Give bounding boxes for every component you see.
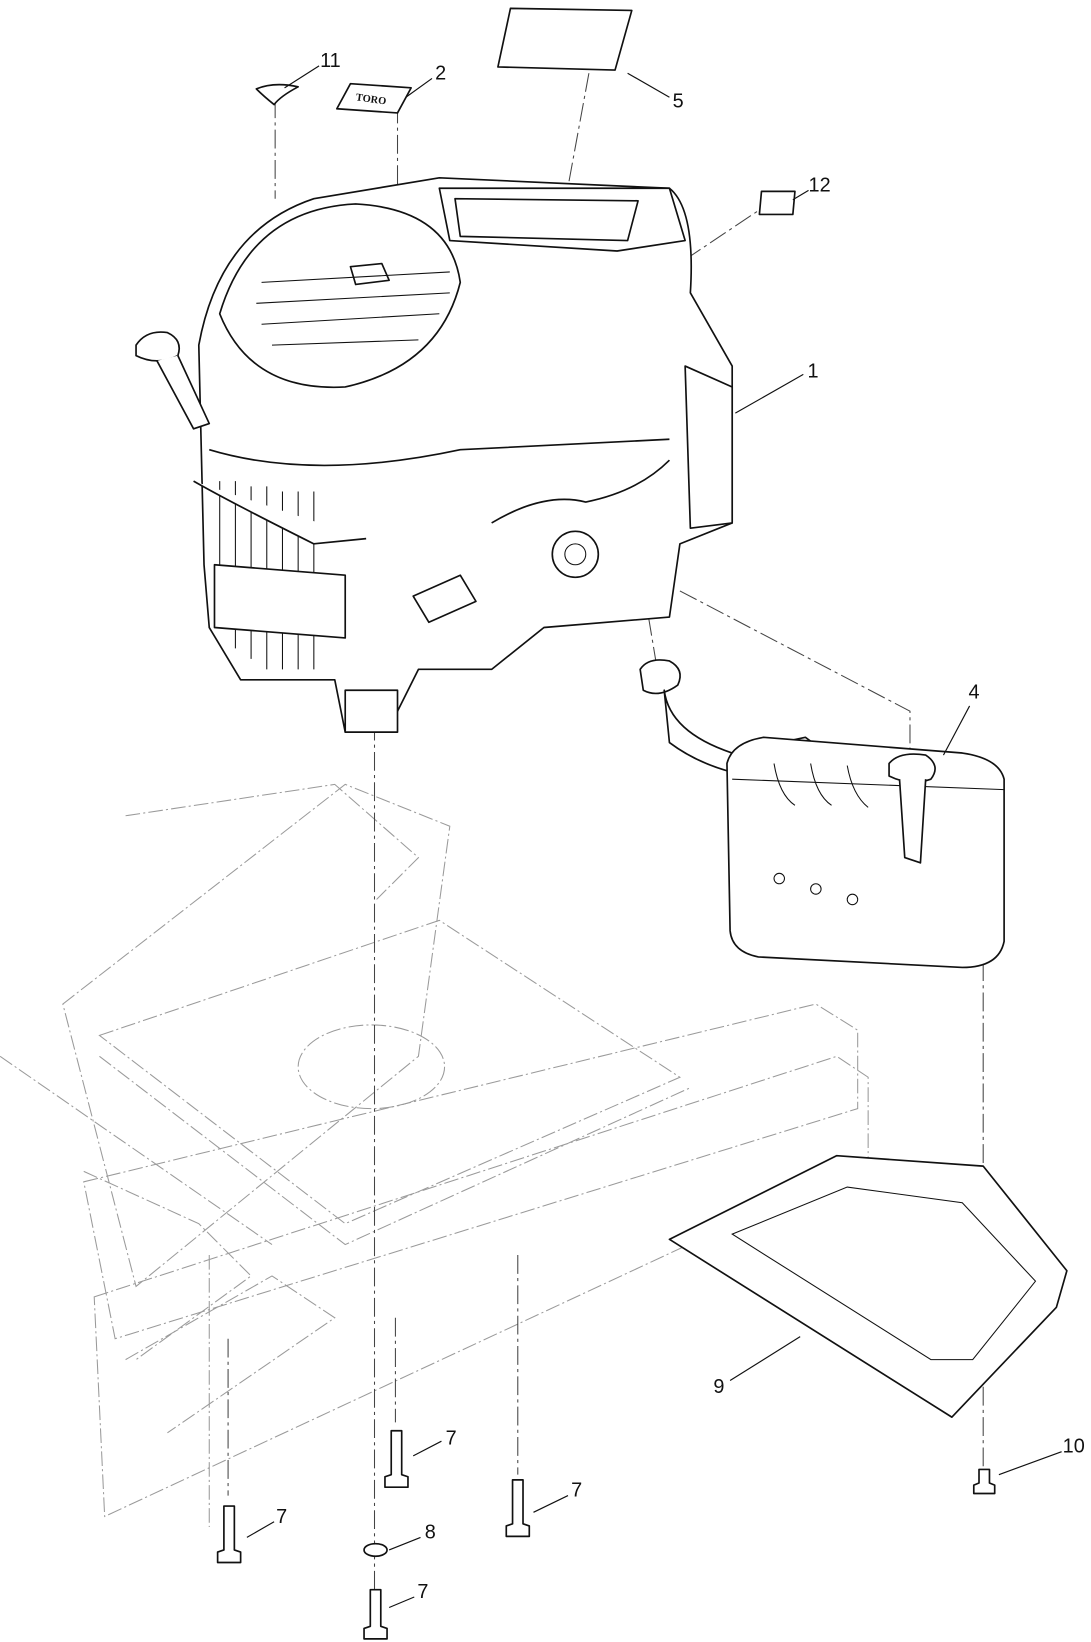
decal-11 [255, 83, 299, 106]
callout-7: 7 [571, 1480, 582, 1502]
heat-shield-plate [668, 1154, 1068, 1418]
callout-12: 12 [809, 174, 831, 196]
callout-7: 7 [417, 1581, 428, 1603]
muffler [639, 659, 1005, 969]
callout-4: 4 [969, 682, 980, 704]
bolts [216, 1429, 996, 1640]
callout-leaders [246, 65, 1062, 1609]
callout-9: 9 [713, 1376, 724, 1398]
decal-5 [497, 7, 633, 71]
engine [135, 176, 734, 733]
callout-10: 10 [1063, 1436, 1085, 1458]
callout-2: 2 [435, 62, 446, 84]
callout-5: 5 [673, 91, 684, 113]
callout-1: 1 [807, 361, 818, 383]
callout-11: 11 [320, 50, 341, 72]
decal-2-logo: TORO [336, 82, 412, 114]
svg-text:TORO: TORO [355, 92, 387, 107]
decal-12 [758, 190, 796, 216]
mower-frame [0, 783, 869, 1527]
callout-8: 8 [425, 1521, 436, 1543]
washer-8 [363, 1542, 388, 1558]
callout-7: 7 [446, 1427, 457, 1449]
callout-7: 7 [276, 1506, 287, 1528]
